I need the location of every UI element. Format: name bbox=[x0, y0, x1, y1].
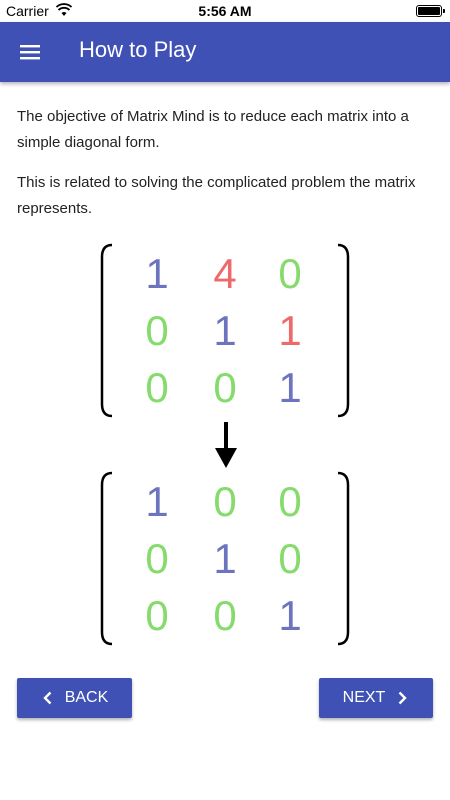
matrix-cell: 0 bbox=[213, 364, 237, 411]
matrix-cell: 0 bbox=[278, 535, 302, 582]
back-button-label: BACK bbox=[64, 689, 109, 706]
instruction-paragraph-1: The objective of Matrix Mind is to reduc… bbox=[17, 108, 409, 151]
next-button[interactable]: NEXT bbox=[319, 678, 433, 718]
back-button[interactable]: BACK bbox=[17, 678, 132, 718]
matrix-cell: 1 bbox=[278, 364, 302, 411]
matrix-cell: 1 bbox=[278, 592, 302, 639]
battery-icon bbox=[416, 5, 445, 17]
chevron-left-icon bbox=[43, 691, 52, 705]
app-bar: How to Play bbox=[0, 22, 450, 82]
matrix-cell: 0 bbox=[213, 592, 237, 639]
matrix-cell: 0 bbox=[278, 478, 302, 525]
page-title: How to Play bbox=[79, 37, 197, 62]
matrix-cell: 0 bbox=[145, 307, 169, 354]
wifi-icon bbox=[56, 3, 72, 16]
carrier-label: Carrier bbox=[6, 3, 49, 19]
status-time: 5:56 AM bbox=[198, 3, 252, 19]
matrix-cell: 1 bbox=[278, 307, 302, 354]
matrix-cell: 1 bbox=[213, 307, 237, 354]
matrix-cell: 1 bbox=[145, 250, 169, 297]
matrix-cell: 1 bbox=[145, 478, 169, 525]
matrix-brackets bbox=[100, 243, 350, 418]
matrix-cell: 0 bbox=[278, 250, 302, 297]
hamburger-menu-icon[interactable] bbox=[18, 40, 42, 64]
matrix-cell: 1 bbox=[213, 535, 237, 582]
next-button-label: NEXT bbox=[342, 689, 386, 706]
matrix-cell: 4 bbox=[213, 250, 237, 297]
matrix-cell: 0 bbox=[145, 535, 169, 582]
matrix-cell: 0 bbox=[145, 364, 169, 411]
matrix-brackets bbox=[100, 471, 350, 646]
matrix-cell: 0 bbox=[213, 478, 237, 525]
matrix-cell: 0 bbox=[145, 592, 169, 639]
chevron-right-icon bbox=[398, 691, 408, 705]
instructions: The objective of Matrix Mind is to reduc… bbox=[17, 104, 437, 222]
status-bar: Carrier 5:56 AM bbox=[0, 0, 450, 22]
instruction-paragraph-2: This is related to solving the complicat… bbox=[17, 174, 416, 217]
arrow-down-icon bbox=[215, 422, 237, 468]
